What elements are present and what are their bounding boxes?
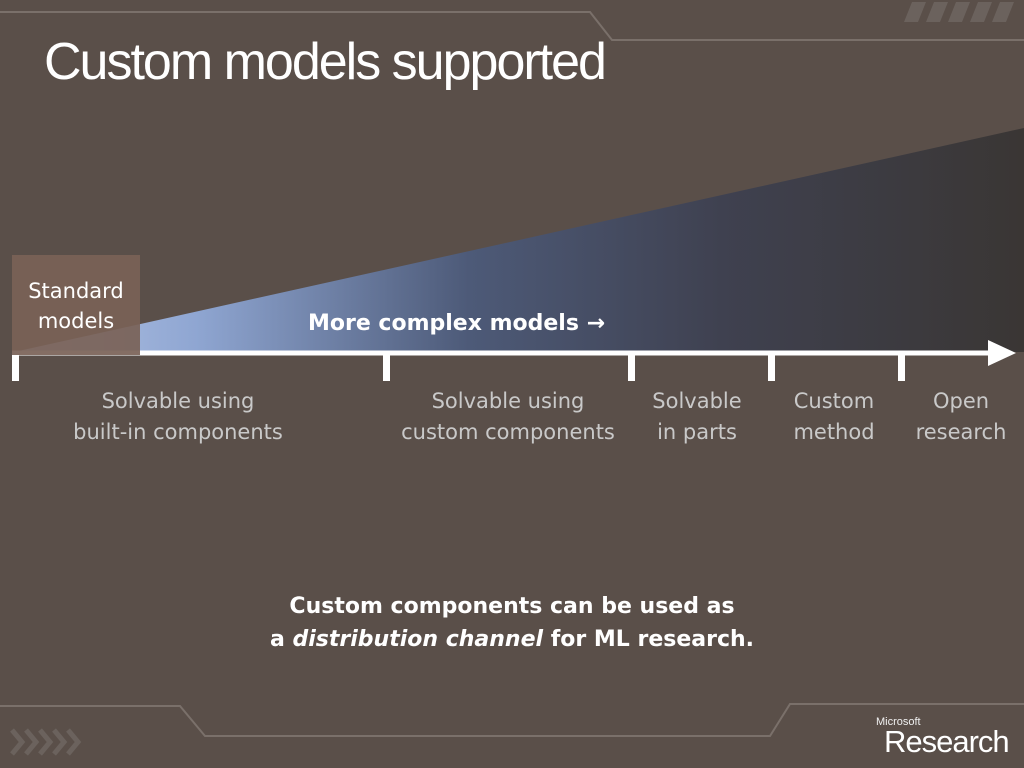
standard-models-line2: models [37,309,115,333]
note-prefix: a [269,627,285,652]
timeline-tick [768,353,775,381]
bottom-frame-line [0,703,1024,737]
note-line2: a distribution channel for ML research. [0,623,1024,656]
category-built-in: Solvable using built-in components [58,386,298,448]
standard-models-label: Standard models [12,276,140,336]
category-line1: Solvable using [101,389,255,413]
category-custom-method: Custom method [774,386,894,448]
category-line2: in parts [657,420,737,444]
standard-models-line1: Standard [28,279,124,303]
timeline-tick [383,353,390,381]
standard-models-box [12,255,140,355]
category-line1: Solvable using [431,389,585,413]
top-frame-line [0,11,1024,41]
timeline-tick [628,353,635,381]
category-open-research: Open research [904,386,1018,448]
right-arrow-icon: → [586,311,606,336]
timeline-tick [898,353,905,381]
research-logo-text: Research [884,724,1010,759]
category-line2: method [793,420,875,444]
category-line2: built-in components [73,420,283,444]
note-suffix: for ML research. [550,627,755,652]
category-line1: Custom [793,389,875,413]
bottom-note: Custom components can be used as a distr… [0,590,1024,656]
category-line2: research [915,420,1007,444]
slide-title: Custom models supported [44,33,607,91]
category-in-parts: Solvable in parts [637,386,757,448]
microsoft-logo-text: Microsoft [876,716,921,728]
note-line1: Custom components can be used as [289,594,735,619]
complexity-wedge [14,128,1024,352]
complexity-label: More complex models → [308,311,605,336]
category-custom-components: Solvable using custom components [388,386,628,448]
complexity-text: More complex models [308,311,579,336]
timeline-tick [12,353,19,381]
category-line1: Open [932,389,990,413]
note-emphasis: distribution channel [292,627,544,652]
timeline-arrowhead [988,340,1016,366]
top-stripes-decoration [904,2,1014,22]
category-line1: Solvable [652,389,742,413]
category-line2: custom components [401,420,615,444]
bottom-chevrons-decoration [10,728,82,756]
